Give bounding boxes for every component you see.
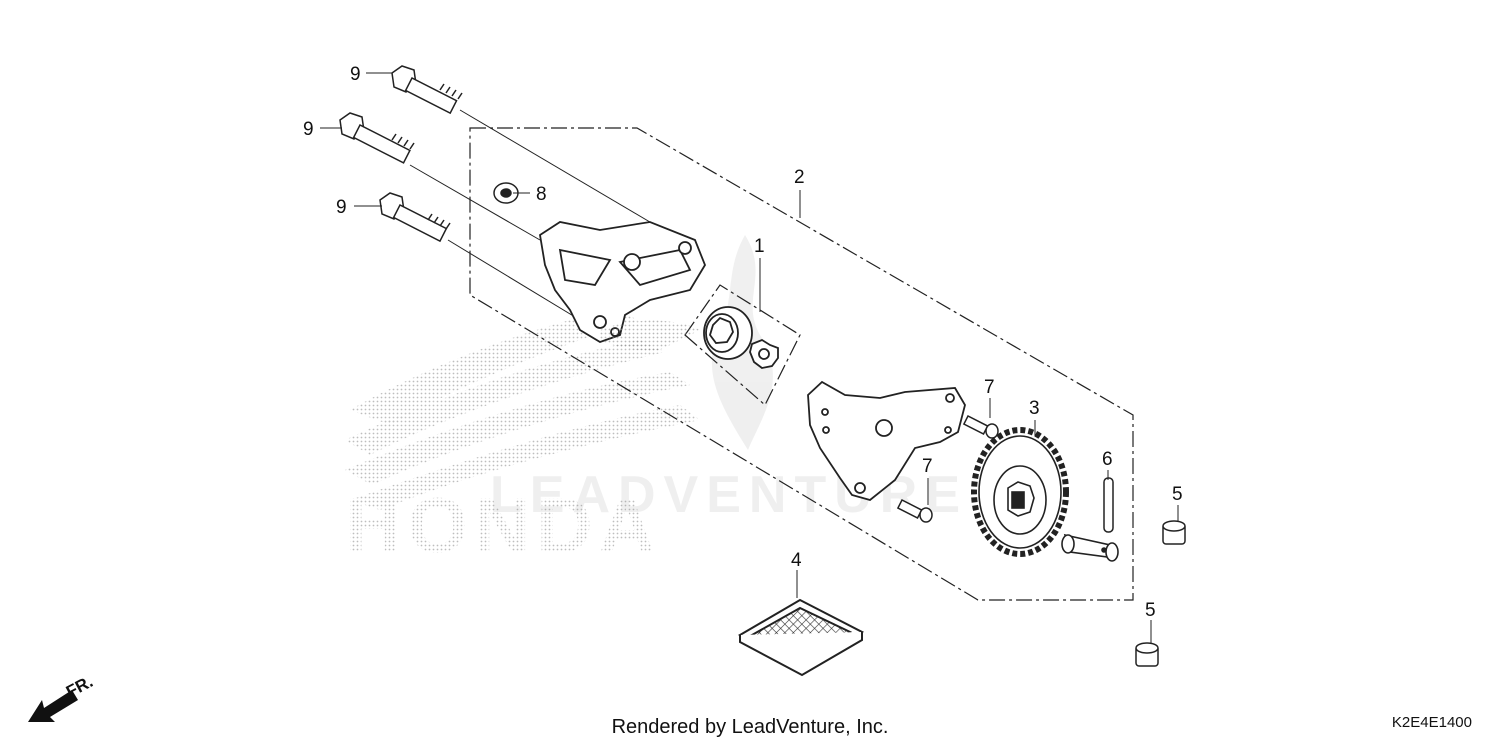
pump-body-shade [600,320,700,351]
outer-rotor [703,306,753,360]
diagram-code: K2E4E1400 [1391,714,1472,731]
callout-4: 4 [791,550,802,571]
callout-7-upper: 7 [984,377,995,398]
honda-watermark-text: HONDA [345,481,661,569]
pump-body-cover [539,221,707,343]
bolt-leader-lines [409,109,656,321]
dowel-pin-6 [1103,477,1114,533]
callout-2: 2 [794,167,805,188]
callout-5-lower: 5 [1145,600,1156,621]
callout-6: 6 [1102,449,1113,470]
dowel-5-upper [1162,520,1186,545]
screw-7-upper [962,414,999,439]
assembly-2-outline [469,127,1134,601]
drive-gear [971,427,1069,557]
screw-7-lower [896,498,933,523]
honda-wing-watermark: HONDA [345,310,700,569]
bolt-9-bottom [379,192,451,243]
rendered-by-credit: Rendered by LeadVenture, Inc. [611,716,889,738]
bolt-9-top [391,65,463,115]
inner-rotor [749,338,779,369]
dowel-5-lower [1135,642,1159,667]
callout-5-upper: 5 [1172,484,1183,505]
callout-9-top: 9 [350,64,361,85]
clip-8 [493,182,519,204]
pump-shaft [1061,533,1119,562]
callout-8: 8 [536,184,547,205]
callout-3: 3 [1029,398,1040,419]
callout-9-bottom: 9 [336,197,347,218]
pump-plate [807,380,966,501]
oil-strainer-4 [737,598,865,677]
rotor-set-outline [684,284,801,406]
callout-1: 1 [754,236,765,257]
callout-9-middle: 9 [303,119,314,140]
callout-7-lower: 7 [922,456,933,477]
front-direction-arrow: FR. [28,672,96,722]
callout-leader-lines [320,72,1179,643]
bolt-9-middle [339,112,415,164]
